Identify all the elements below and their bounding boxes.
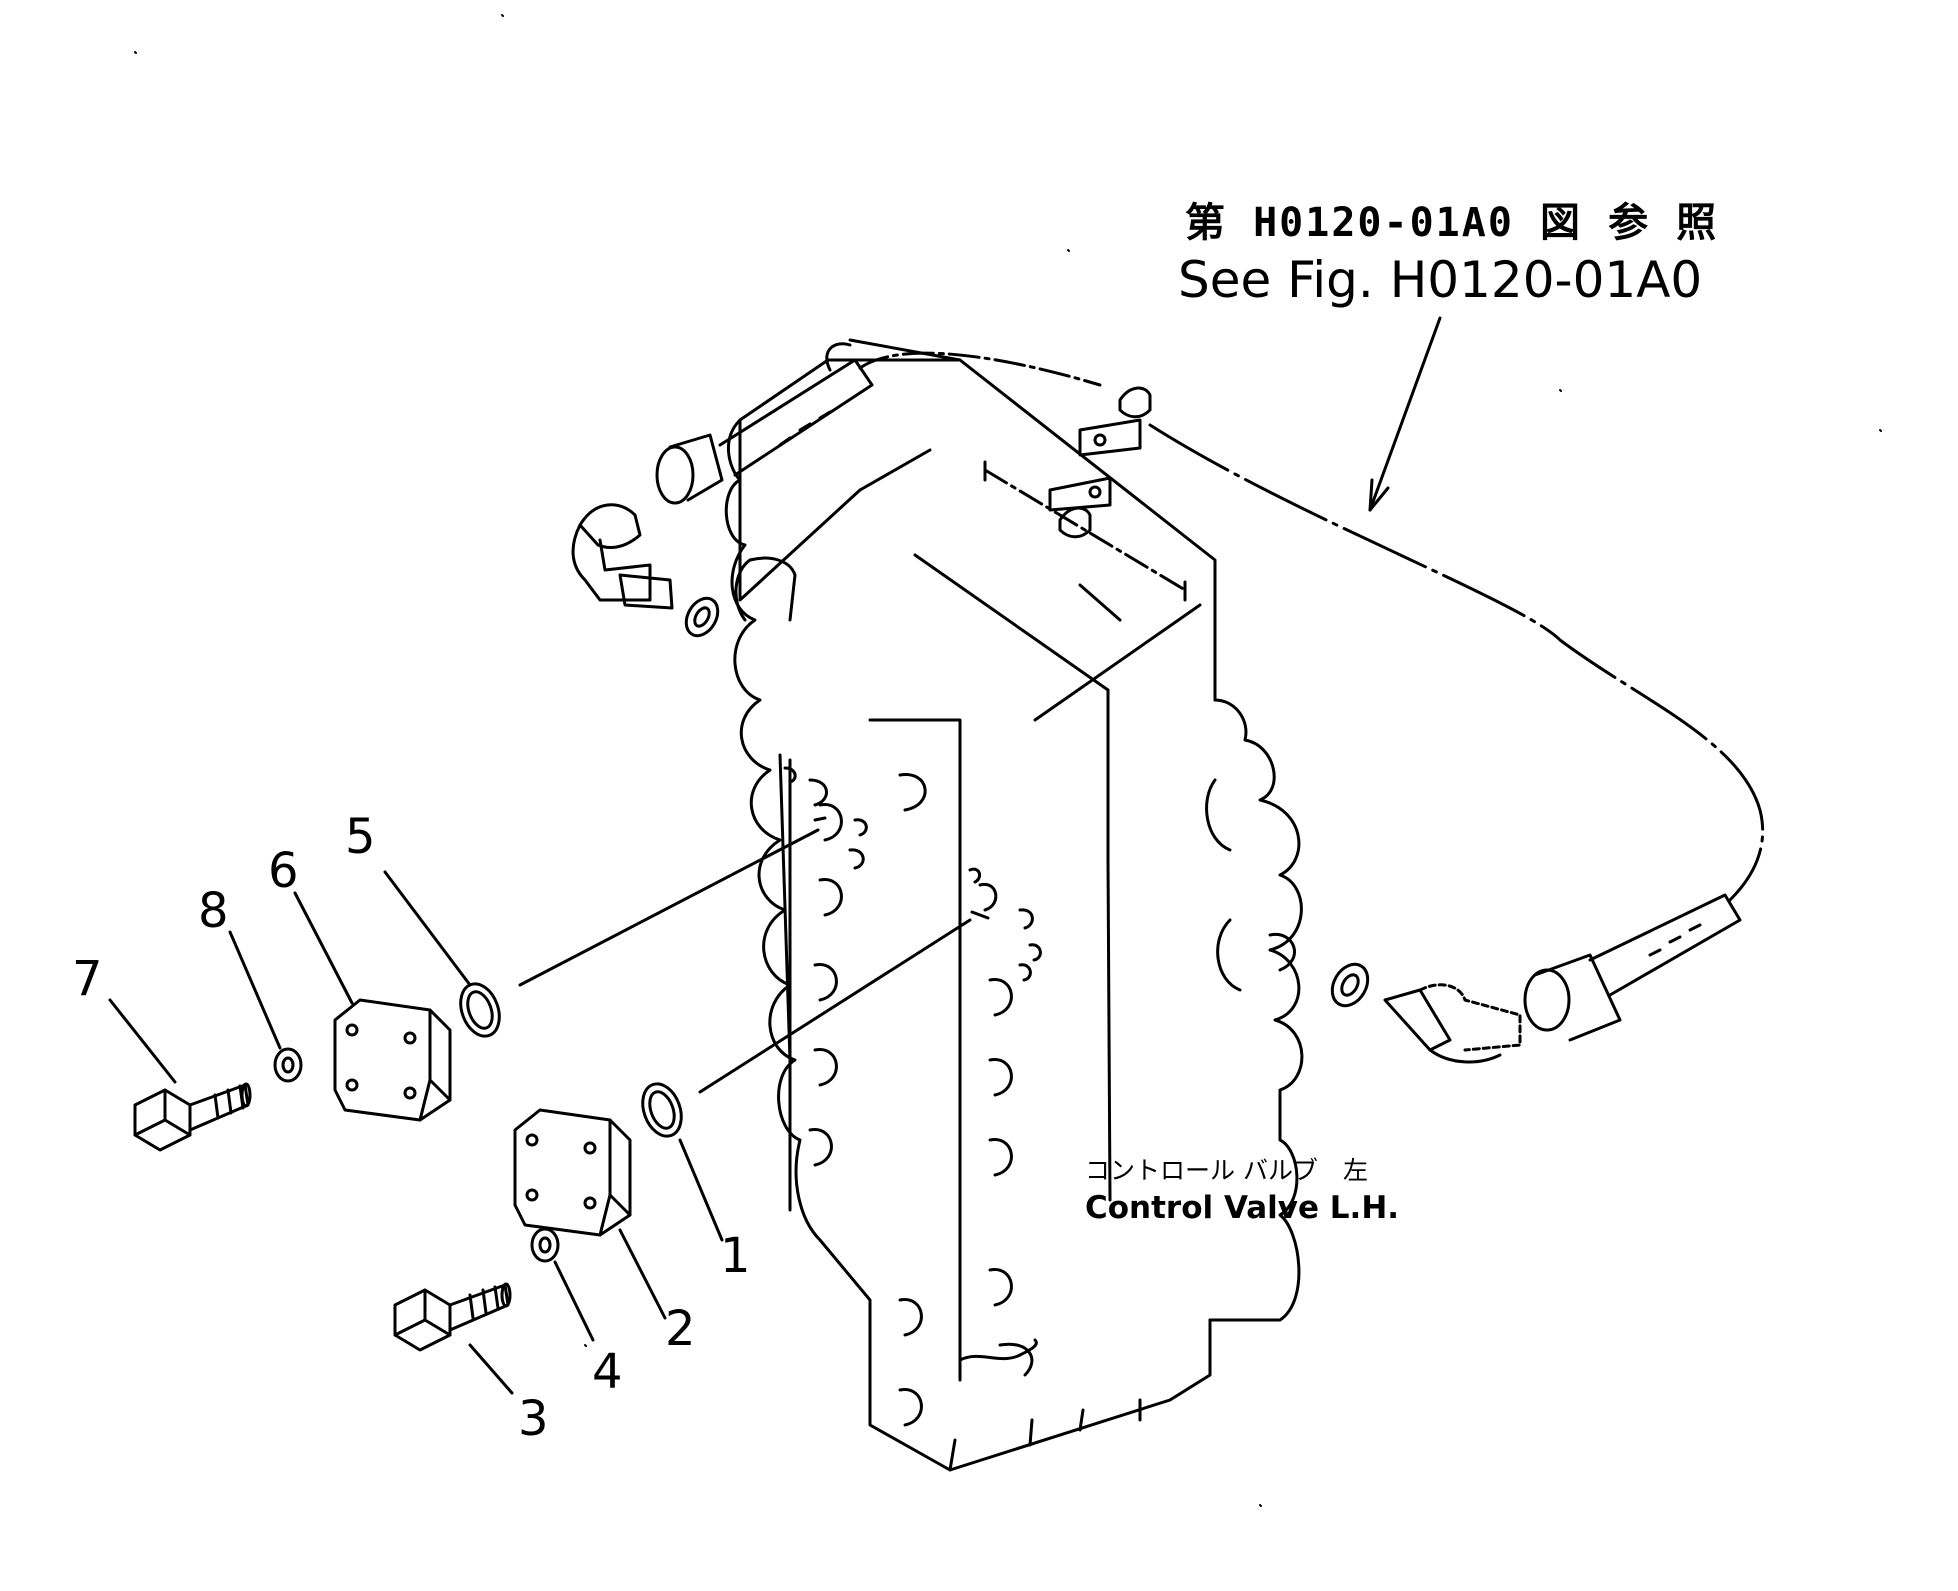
caption-japanese: コントロール バルブ 左 [1085, 1156, 1368, 1185]
callout-6: 6 [268, 843, 299, 899]
callout-2: 2 [665, 1301, 696, 1357]
callout-5: 5 [345, 809, 376, 865]
flange-cover-upper [335, 1000, 450, 1120]
caption-english: Control Valve L.H. [1085, 1190, 1400, 1226]
parts-exploded [135, 978, 688, 1350]
specks [135, 15, 1881, 1506]
callout-7: 7 [72, 951, 103, 1007]
reference-english: See Fig. H0120-01A0 [1178, 251, 1703, 309]
callout-1: 1 [720, 1228, 751, 1284]
callout-8: 8 [198, 883, 229, 939]
callout-4: 4 [592, 1344, 623, 1400]
reference-japanese: 第 H0120-01A0 図 参 照 [1185, 200, 1719, 246]
callout-3: 3 [518, 1391, 549, 1447]
reference-arrow [1370, 318, 1440, 510]
leader-lines [110, 872, 722, 1393]
control-valve-body [726, 340, 1302, 1470]
hose-assembly [573, 353, 1763, 1062]
flange-cover-lower [515, 1110, 630, 1235]
assembly-centerlines [520, 818, 988, 1092]
